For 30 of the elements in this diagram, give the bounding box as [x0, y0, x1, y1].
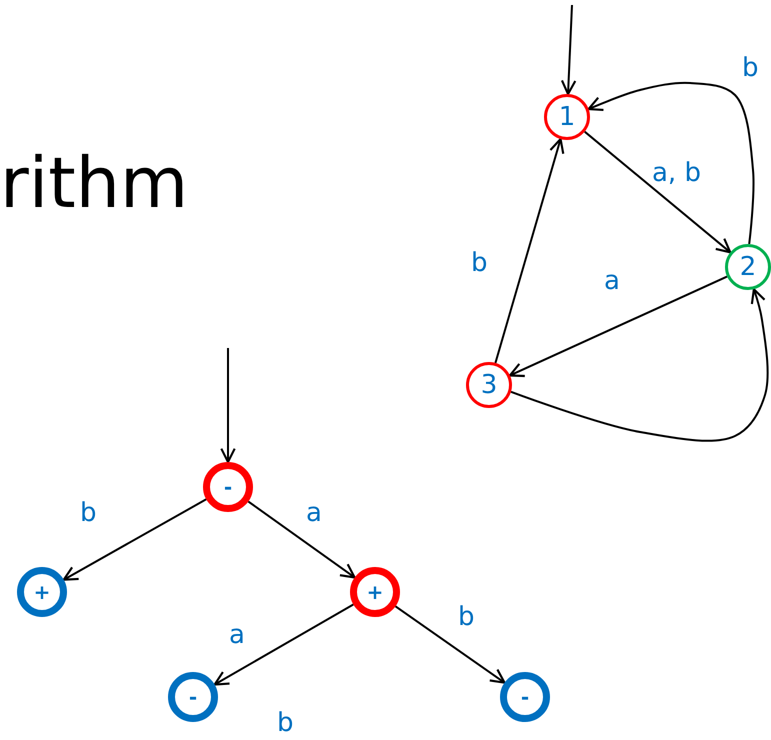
arrow — [494, 138, 564, 364]
arrow — [248, 500, 356, 579]
state-label: - — [188, 687, 198, 707]
heading-fragment: rithm — [0, 148, 188, 218]
state-label: + — [366, 582, 384, 602]
state-circle — [544, 94, 590, 140]
arrow — [560, 4, 576, 96]
arrow — [584, 130, 732, 254]
arrow — [588, 82, 754, 244]
state-circle — [466, 362, 512, 408]
state-circle — [500, 672, 550, 722]
state-label: 2 — [740, 254, 756, 280]
arrow — [394, 606, 506, 684]
state-label: 3 — [480, 372, 498, 398]
state-circle — [350, 567, 400, 617]
state-circle — [725, 244, 771, 290]
state-label: 1 — [558, 104, 576, 130]
transition-label: b — [277, 710, 294, 736]
arrow — [62, 498, 207, 581]
arrow — [510, 288, 769, 442]
state-label: - — [520, 687, 530, 707]
state-label: - — [224, 477, 232, 497]
arrow — [214, 604, 354, 686]
state-label: + — [34, 582, 50, 602]
state-circle — [17, 567, 67, 617]
arrow — [508, 276, 728, 378]
state-circle — [168, 672, 218, 722]
edge-label: a, b — [652, 160, 701, 186]
state-circle — [203, 462, 253, 512]
arrow — [220, 348, 236, 464]
